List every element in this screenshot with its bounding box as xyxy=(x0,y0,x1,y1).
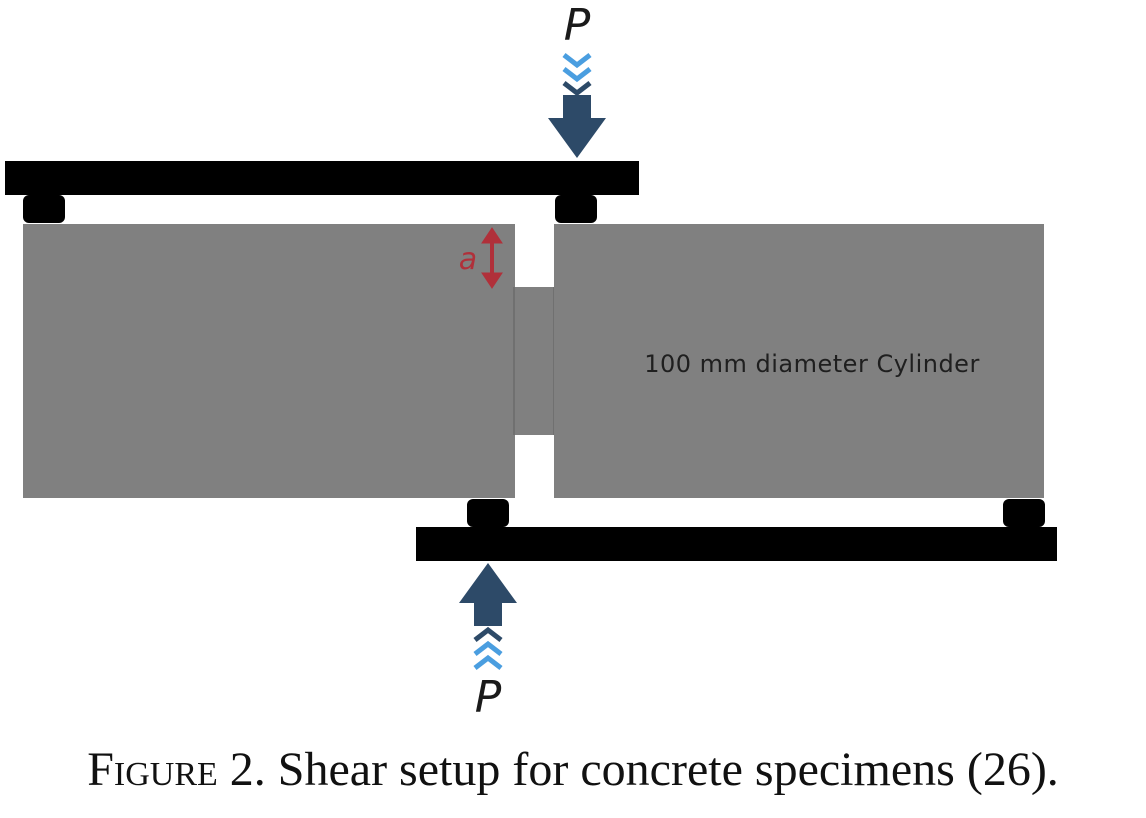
top-load-down-arrow-icon xyxy=(548,95,606,158)
bottom-loading-plate xyxy=(416,527,1057,561)
right-specimen-half xyxy=(554,224,1044,498)
offset-double-arrow-icon xyxy=(481,227,503,289)
top-support-right xyxy=(555,195,597,223)
offset-label: a xyxy=(459,242,477,277)
top-support-left xyxy=(23,195,65,223)
shear-section xyxy=(513,287,555,435)
top-chevron-icon-3 xyxy=(562,81,592,97)
bottom-load-label: P xyxy=(475,672,502,723)
left-specimen-half xyxy=(23,224,515,498)
top-loading-plate xyxy=(5,161,639,195)
figure-caption-text: 2. Shear setup for concrete specimens (2… xyxy=(217,743,1059,796)
bottom-support-right xyxy=(1003,499,1045,527)
top-chevron-icon-2 xyxy=(562,67,592,83)
figure-caption-prefix: Figure xyxy=(87,743,218,796)
top-chevron-icon-1 xyxy=(562,53,592,69)
top-load-chevrons xyxy=(562,53,592,97)
specimen-label: 100 mm diameter Cylinder xyxy=(644,350,980,378)
bottom-load-chevrons xyxy=(473,626,503,670)
bottom-chevron-icon-3 xyxy=(473,654,503,670)
bottom-load-up-arrow-icon xyxy=(459,563,517,626)
bottom-chevron-icon-2 xyxy=(473,640,503,656)
shear-setup-diagram: P 100 mm diameter Cylinder a P xyxy=(5,0,1057,723)
bottom-chevron-icon-1 xyxy=(473,626,503,642)
figure-caption: Figure 2. Shear setup for concrete speci… xyxy=(0,742,1146,797)
top-load-label: P xyxy=(564,0,591,51)
bottom-support-left xyxy=(467,499,509,527)
